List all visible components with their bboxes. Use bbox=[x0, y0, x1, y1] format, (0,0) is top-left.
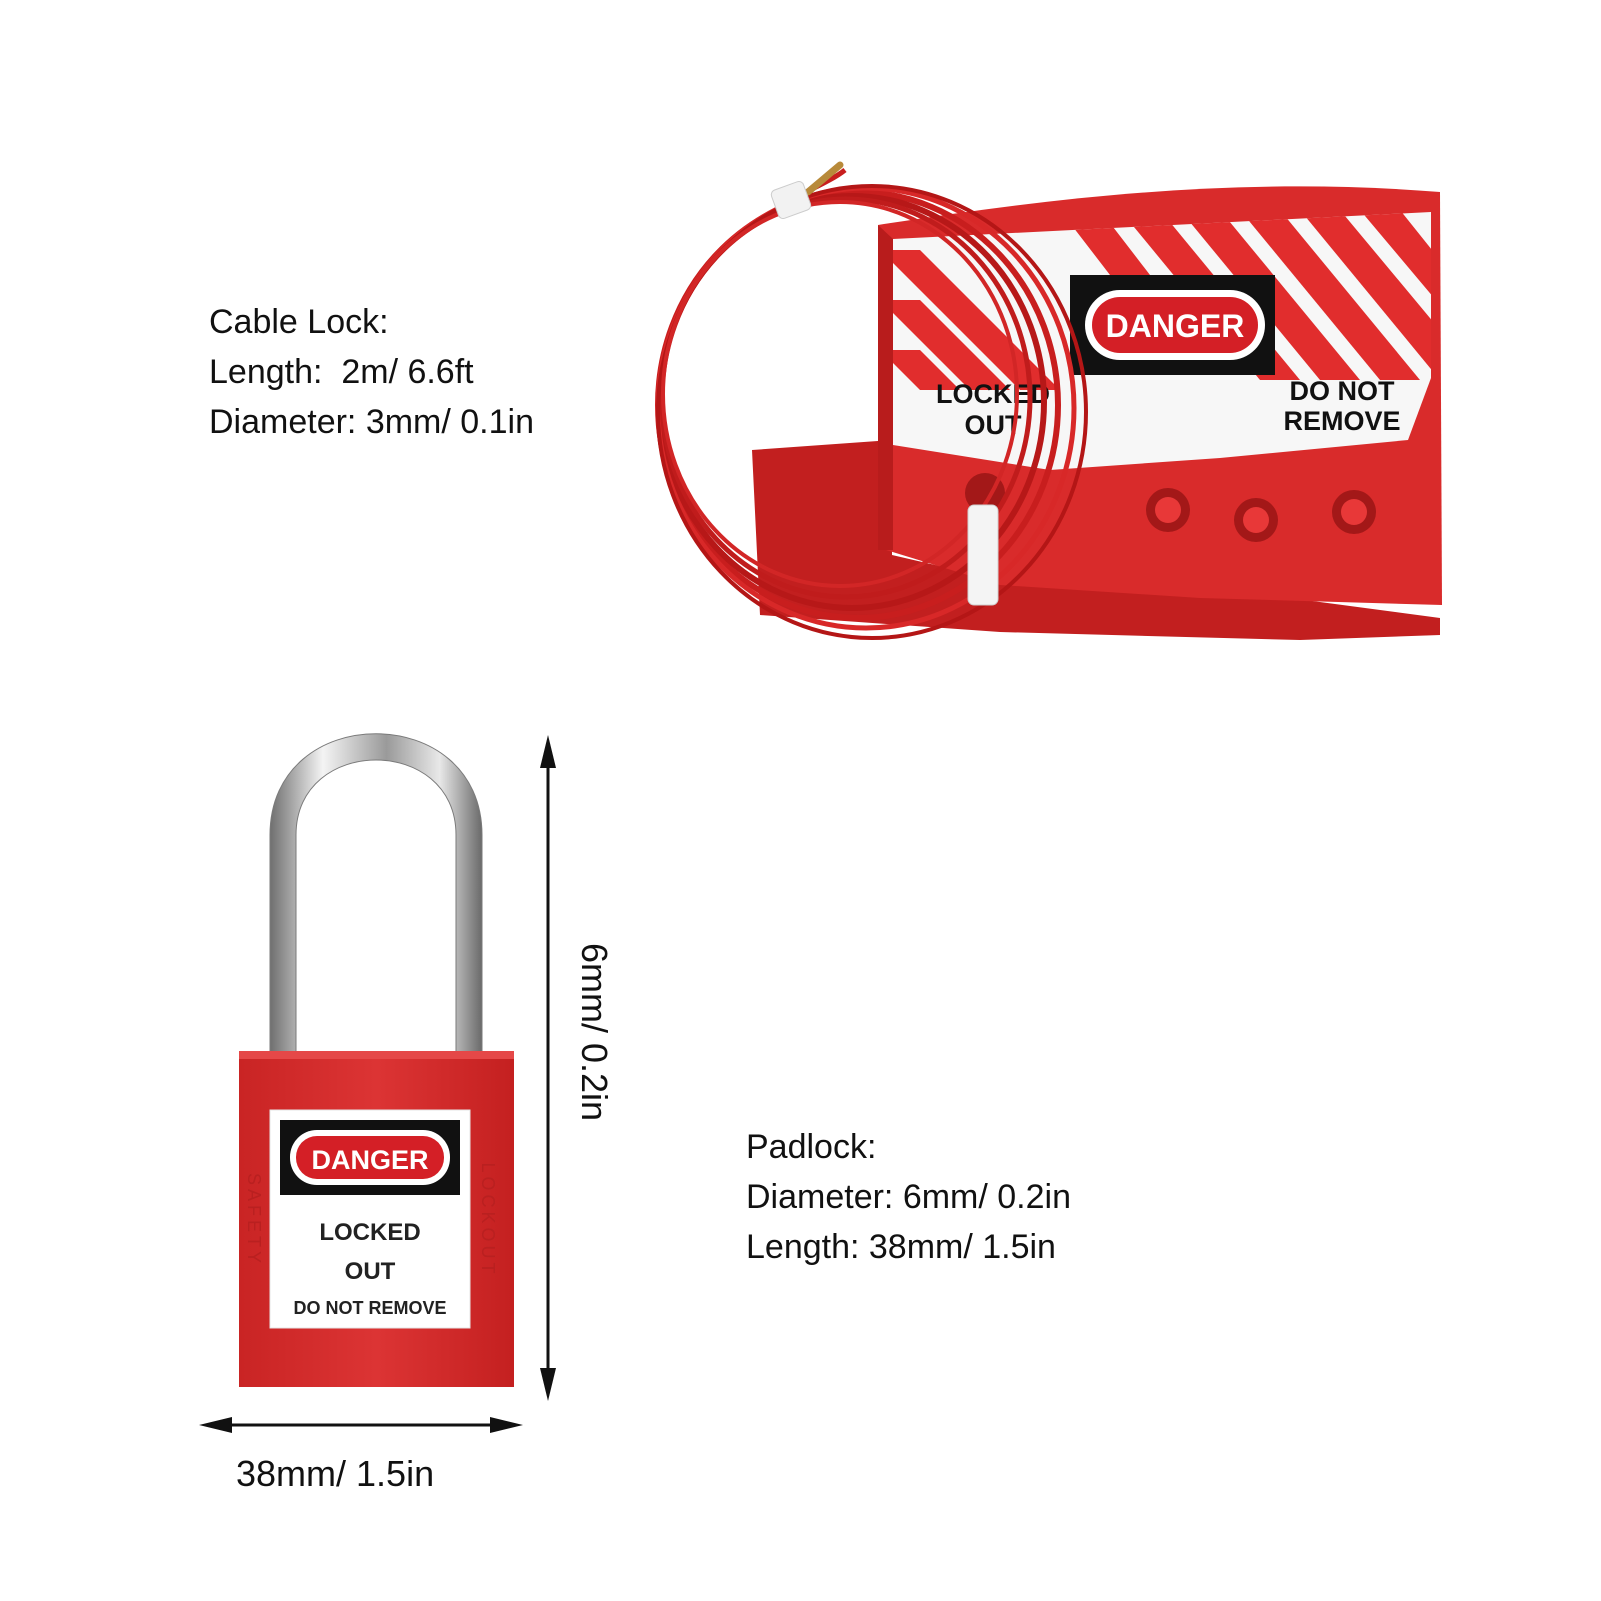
cable-sign-danger: DANGER bbox=[1106, 308, 1245, 344]
height-dimension-label: 6mm/ 0.2in bbox=[574, 942, 615, 1122]
padlock: DANGER LOCKED OUT DO NOT REMOVE SAFETY L… bbox=[239, 733, 514, 1387]
padlock-side-safety: SAFETY bbox=[244, 1173, 264, 1267]
cable-tie bbox=[967, 504, 999, 606]
width-dimension-arrow bbox=[199, 1417, 523, 1433]
width-dimension-label: 38mm/ 1.5in bbox=[236, 1453, 435, 1494]
cable-tie bbox=[770, 180, 812, 220]
padlock-side-lockout: LOCKOUT bbox=[478, 1162, 498, 1277]
cable-lock-diameter: Diameter: 3mm/ 0.1in bbox=[209, 403, 534, 441]
cable-lock-title: Cable Lock: bbox=[209, 303, 389, 341]
padlock-length: Length: 38mm/ 1.5in bbox=[746, 1228, 1056, 1266]
padlock-diameter: Diameter: 6mm/ 0.2in bbox=[746, 1178, 1071, 1216]
padlock-sign-danger: DANGER bbox=[311, 1145, 428, 1175]
height-dimension-arrow bbox=[540, 735, 556, 1401]
cable-lock-spec: Cable Lock: Length: 2m/ 6.6ft Diameter: … bbox=[209, 297, 534, 447]
cable-lock-device: DANGER LOCKED OUT DO NOT REMOVE bbox=[752, 186, 1442, 640]
padlock-sign-out: OUT bbox=[345, 1258, 396, 1285]
cable-end-pin bbox=[804, 161, 844, 196]
cable-coil bbox=[655, 168, 1088, 640]
cable-sign-do-not: DO NOT bbox=[1290, 376, 1396, 406]
padlock-title: Padlock: bbox=[746, 1128, 877, 1166]
padlock-sign-locked: LOCKED bbox=[319, 1219, 420, 1246]
padlock-shackle bbox=[269, 733, 483, 1053]
cable-sign-locked: LOCKED bbox=[936, 379, 1050, 409]
cable-lock-length: Length: 2m/ 6.6ft bbox=[209, 353, 474, 391]
padlock-spec: Padlock: Diameter: 6mm/ 0.2in Length: 38… bbox=[746, 1122, 1071, 1272]
padlock-sign-do-not-remove: DO NOT REMOVE bbox=[293, 1298, 446, 1318]
cable-sign-remove: REMOVE bbox=[1283, 406, 1400, 436]
